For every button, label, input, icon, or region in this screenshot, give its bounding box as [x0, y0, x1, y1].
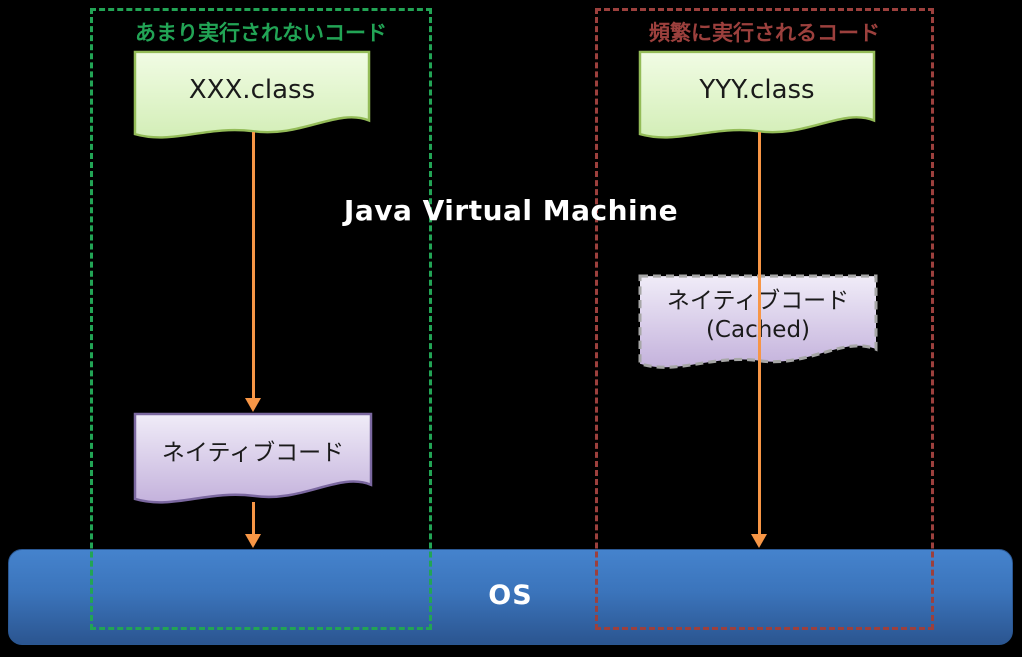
region-hot-code: 頻繁に実行されるコード: [595, 8, 934, 630]
region-cold-label: あまり実行されないコード: [135, 21, 387, 45]
node-native-code-cached-label: ネイティブコード (Cached): [638, 274, 878, 345]
node-native-code: ネイティブコード: [133, 412, 373, 505]
arrow-xxx-to-native-head: [245, 398, 261, 412]
node-xxx-class-label: XXX.class: [188, 75, 316, 105]
document-shape-icon: [133, 412, 373, 504]
arrow-yyy-to-os-head: [751, 534, 767, 548]
node-xxx-class: XXX.class: [133, 50, 371, 140]
jvm-title: Java Virtual Machine: [343, 194, 679, 227]
arrow-xxx-to-native-line: [252, 132, 255, 398]
os-label: OS: [488, 580, 533, 611]
node-native-code-label: ネイティブコード: [161, 440, 345, 466]
document-shape-icon: [638, 50, 876, 139]
cached-label-line2: (Cached): [638, 316, 878, 345]
document-shape-icon: [133, 50, 371, 139]
cached-label-line1: ネイティブコード: [638, 287, 878, 316]
node-yyy-class: YYY.class: [638, 50, 876, 140]
arrow-yyy-to-os-line: [758, 132, 761, 534]
region-hot-label: 頻繁に実行されるコード: [649, 21, 880, 45]
arrow-native-to-os-head: [245, 534, 261, 548]
node-yyy-class-label: YYY.class: [699, 75, 815, 105]
arrow-native-to-os-line: [252, 502, 255, 534]
region-cold-code: あまり実行されないコード: [90, 8, 432, 630]
